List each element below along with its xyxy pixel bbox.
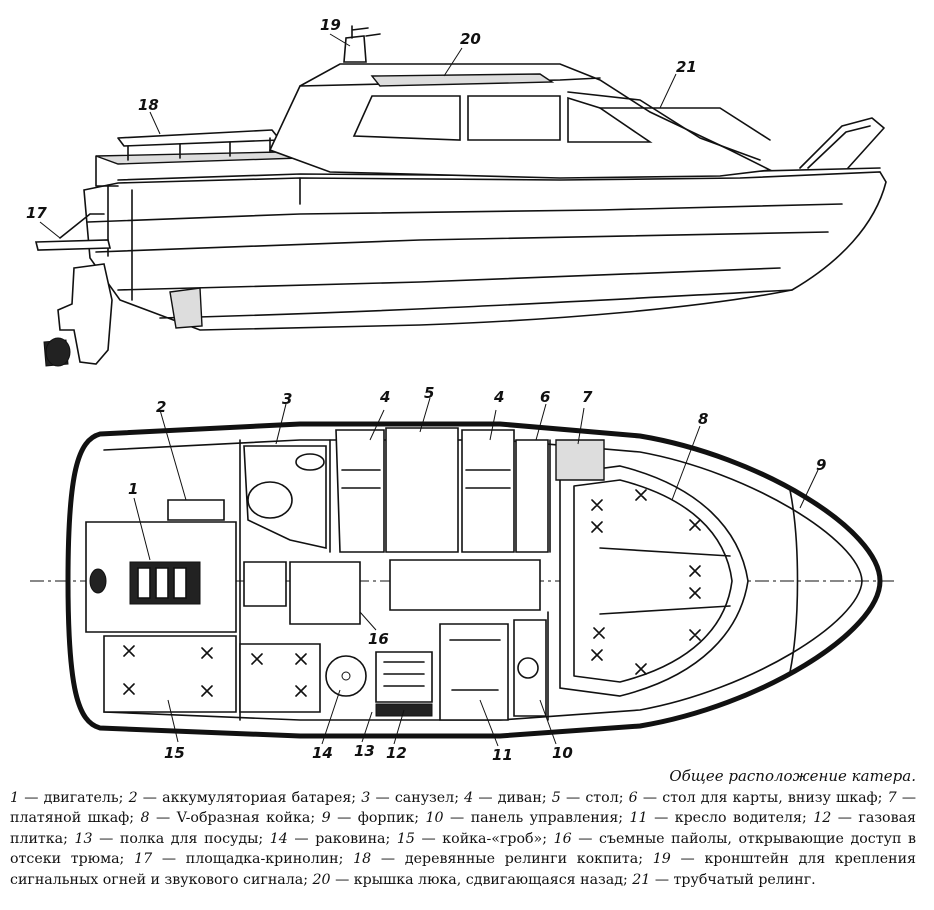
callout-2: 2 — [156, 398, 166, 416]
legend-number: 21 — [632, 871, 651, 888]
callout-3: 3 — [282, 390, 292, 408]
callout-7: 7 — [582, 388, 593, 406]
side-view: 17 18 19 20 21 — [26, 16, 887, 367]
callout-1: 1 — [128, 480, 138, 498]
legend-number: 14 — [269, 830, 288, 847]
legend-text: — полка для посуды; — [92, 830, 270, 847]
callout-9: 9 — [816, 456, 826, 474]
callout-15: 15 — [164, 744, 185, 762]
legend-number: 11 — [629, 810, 648, 827]
legend-item: 1 — двигатель; — [10, 790, 129, 806]
figure-caption: Общее расположение катера. 1 — двигатель… — [10, 766, 916, 891]
legend-text: — V-образная койка; — [149, 810, 322, 827]
legend-number: 4 — [464, 789, 474, 806]
legend-item: 5 — стол; — [552, 790, 629, 806]
legend-number: 19 — [652, 851, 671, 868]
legend-text: — койка-«гроб»; — [414, 830, 554, 847]
legend-number: 8 — [140, 810, 150, 827]
legend-item: 15 — койка-«гроб»; — [397, 831, 554, 847]
legend-text: — санузел; — [370, 789, 465, 806]
callout-20: 20 — [460, 30, 481, 48]
legend-number: 18 — [353, 851, 372, 868]
legend-item: 20 — крышка люка, сдвигающаяся назад; — [313, 872, 633, 888]
hull-side — [83, 171, 887, 331]
legend-text: — съемные пайолы, открывающие доступ в о… — [10, 830, 916, 868]
legend-item: 11 — кресло водителя; — [630, 810, 814, 826]
legend-text: — панель управления; — [443, 810, 630, 827]
legend-item: 12 — газовая плитка; — [10, 810, 916, 847]
legend-item: 19 — кронштейн для крепления сигнальных … — [10, 851, 916, 888]
legend-number: 1 — [10, 789, 20, 806]
callout-10: 10 — [552, 744, 573, 762]
legend-number: 5 — [551, 789, 561, 806]
x-markers — [123, 489, 701, 697]
callout-18: 18 — [138, 96, 159, 114]
legend-text: — кронштейн для крепления сигнальных огн… — [10, 851, 916, 888]
callout-13: 13 — [354, 742, 375, 760]
legend-list: 1 — двигатель; 2 — аккумуляториая батаре… — [10, 790, 916, 888]
callout-11: 11 — [492, 746, 513, 764]
legend-text: — кресло водителя; — [647, 810, 814, 827]
legend-text: — площадка-кринолин; — [152, 851, 354, 868]
legend-text: — деревянные релинги кокпита; — [371, 851, 653, 868]
legend-number: 3 — [361, 789, 371, 806]
legend-number: 15 — [396, 830, 415, 847]
stern-drive — [57, 263, 113, 365]
legend-text: — двигатель; — [19, 789, 129, 806]
legend-item: 17 — площадка-кринолин; — [134, 851, 353, 867]
legend-text: — форпик; — [330, 810, 426, 827]
legend-item: 16 — съемные пайолы, открывающие доступ … — [10, 831, 916, 868]
legend-number: 12 — [813, 810, 832, 827]
legend-text: — трубчатый релинг. — [650, 871, 816, 888]
callout-5: 5 — [424, 384, 434, 402]
callout-17: 17 — [26, 204, 47, 222]
callout-6: 6 — [540, 388, 550, 406]
legend-item: 3 — санузел; — [361, 790, 464, 806]
legend-item: 6 — стол для карты, внизу шкаф; — [629, 790, 888, 806]
legend-item: 2 — аккумуляториая батарея; — [129, 790, 362, 806]
callout-16: 16 — [368, 630, 389, 648]
plan-view: 1 2 3 4 5 4 6 7 8 9 10 11 12 13 14 15 16 — [30, 384, 896, 764]
legend-number: 9 — [321, 810, 331, 827]
legend-item: 21 — трубчатый релинг. — [632, 872, 815, 888]
callout-14: 14 — [312, 744, 333, 762]
legend-text: — платяной шкаф; — [10, 789, 917, 827]
legend-number: 16 — [553, 830, 572, 847]
legend-text: — аккумуляториая батарея; — [137, 789, 362, 806]
legend-number: 6 — [628, 789, 638, 806]
v-berth — [559, 465, 749, 697]
legend-number: 7 — [887, 789, 897, 806]
callout-8: 8 — [698, 410, 708, 428]
legend-item: 4 — диван; — [464, 790, 552, 806]
legend-number: 20 — [312, 871, 331, 888]
hull-plan — [65, 421, 883, 739]
legend-item: 13 — полка для посуды; — [74, 831, 269, 847]
figure-title: Общее расположение катера. — [669, 767, 916, 785]
legend-text: — раковина; — [287, 830, 397, 847]
legend-item: 14 — раковина; — [270, 831, 397, 847]
legend-text: — диван; — [473, 789, 552, 806]
callout-21: 21 — [676, 58, 697, 76]
legend-text: — газовая плитка; — [10, 810, 916, 847]
legend-text: — стол; — [560, 789, 629, 806]
legend-item: 9 — форпик; — [322, 810, 426, 826]
callout-4-right: 4 — [493, 388, 504, 406]
legend-item: 18 — деревянные релинги кокпита; — [353, 851, 653, 867]
legend-text: — стол для карты, внизу шкаф; — [637, 789, 888, 806]
legend-number: 13 — [74, 830, 93, 847]
callout-4-left: 4 — [379, 388, 390, 406]
callout-12: 12 — [386, 744, 407, 762]
legend-text: — крышка люка, сдвигающаяся назад; — [330, 871, 633, 888]
legend-number: 2 — [128, 789, 138, 806]
legend-number: 10 — [425, 810, 444, 827]
legend-item: 10 — панель управления; — [426, 810, 630, 826]
legend-number: 17 — [134, 851, 153, 868]
legend-item: 8 — V-образная койка; — [141, 810, 322, 826]
callout-19: 19 — [320, 16, 341, 34]
legend-item: 7 — платяной шкаф; — [10, 790, 916, 827]
